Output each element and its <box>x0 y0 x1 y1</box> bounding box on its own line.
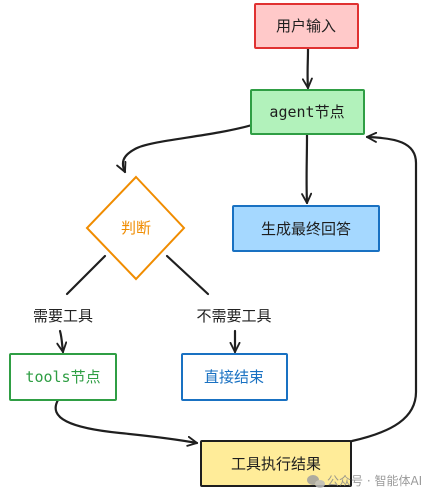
node-final-answer: 生成最终回答 <box>232 205 380 252</box>
edge-label-no-tool: 不需要工具 <box>196 307 271 325</box>
node-user-input-label: 用户输入 <box>276 17 336 35</box>
edge-label-need-tool: 需要工具 <box>33 307 93 325</box>
node-decision-diamond <box>85 175 186 281</box>
node-decision-label: 判断 <box>121 219 151 237</box>
edge-decision-to-no-tool-line <box>165 254 210 296</box>
node-user-input-box <box>254 3 359 49</box>
node-tools: tools节点 <box>9 353 117 401</box>
edge-result-to-agent <box>350 131 418 443</box>
node-tools-box <box>9 353 117 401</box>
wechat-icon <box>307 475 325 488</box>
edge-decision-to-need-tool-line <box>65 254 107 296</box>
node-agent-box <box>250 89 365 135</box>
node-direct-end-label: 直接结束 <box>204 368 264 386</box>
edge-tools-to-result <box>54 398 199 447</box>
edge-need-tool-to-tools <box>56 329 68 354</box>
node-tool-result: 工具执行结果 <box>200 440 352 487</box>
node-direct-end-box <box>181 353 288 401</box>
node-tools-label: tools节点 <box>25 368 100 386</box>
node-final-answer-label: 生成最终回答 <box>261 220 351 238</box>
watermark-text: 公众号 · 智能体AI <box>327 473 422 488</box>
node-tool-result-label: 工具执行结果 <box>231 455 321 473</box>
node-agent-label: agent节点 <box>269 103 344 121</box>
edges <box>54 47 418 447</box>
node-decision: 判断 <box>85 175 186 281</box>
node-user-input: 用户输入 <box>254 3 359 49</box>
node-agent: agent节点 <box>250 89 365 135</box>
edge-agent-to-decision <box>116 123 254 174</box>
node-direct-end: 直接结束 <box>181 353 288 401</box>
watermark: 公众号 · 智能体AI <box>307 473 422 488</box>
node-final-answer-box <box>232 205 380 252</box>
node-tool-result-box <box>200 440 352 487</box>
